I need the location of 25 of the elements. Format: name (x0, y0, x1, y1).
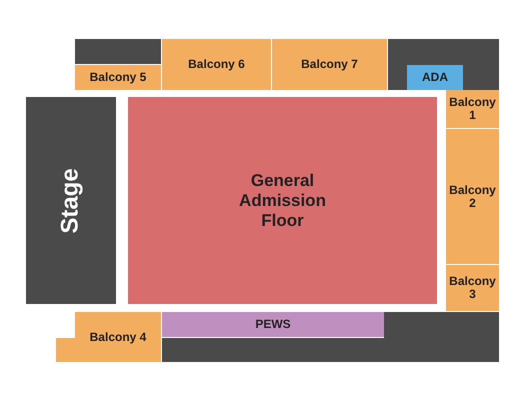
section-label: Balcony 2 (448, 184, 497, 210)
seating-section (446, 129, 499, 264)
structure-block (75, 39, 161, 64)
seating-section (162, 312, 384, 337)
section-label: PEWS (255, 318, 291, 331)
structure-block (162, 312, 499, 362)
section-label: ADA (422, 71, 448, 84)
floor-section (128, 97, 437, 304)
section-label: Balcony 1 (448, 96, 497, 122)
seating-section (407, 65, 463, 90)
section-label: Balcony 4 (90, 330, 146, 344)
seating-section (446, 90, 499, 128)
seating-section (272, 39, 387, 90)
section-label: Balcony 5 (90, 71, 146, 84)
section-label: Balcony 6 (188, 58, 245, 71)
section-label: General Admission Floor (238, 170, 327, 230)
stage-area (26, 97, 116, 304)
section-label: Balcony 7 (301, 58, 358, 71)
seating-section (162, 39, 271, 90)
seating-section (446, 265, 499, 311)
seating-section (75, 65, 161, 90)
stage-label: Stage (58, 168, 84, 234)
section-label: Balcony 3 (448, 275, 497, 301)
seating-section (56, 312, 161, 362)
structure-block (388, 39, 499, 90)
